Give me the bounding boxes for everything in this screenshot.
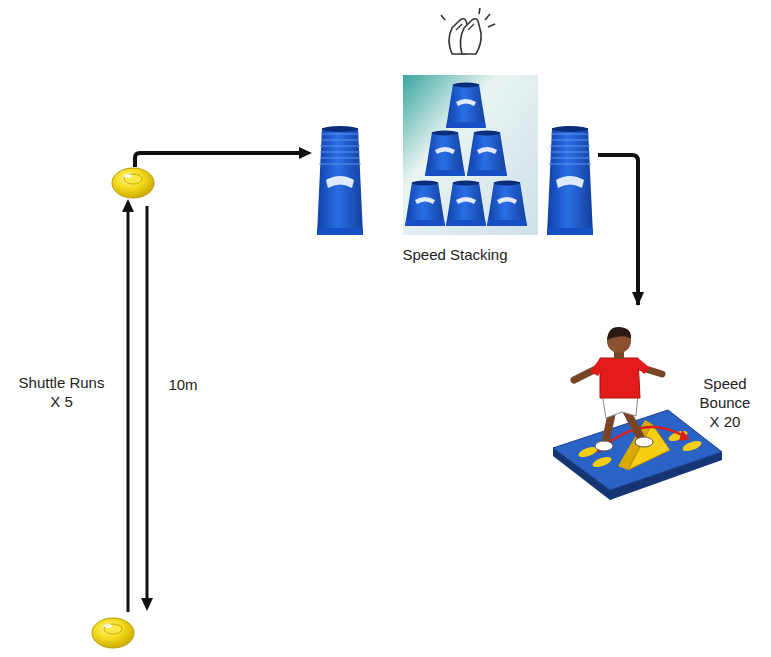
clap-icon [460, 19, 481, 54]
bounce-mat [553, 410, 722, 490]
cone-marker [112, 168, 154, 198]
bounce-mat [591, 455, 613, 469]
station-picture: Speed Stacking [312, 12, 598, 274]
cone-marker [124, 174, 142, 184]
cup-pyramid [405, 181, 445, 227]
clap-icon [468, 24, 474, 30]
exercise-label: Shuttle Runs X 5 [14, 374, 109, 412]
clap-icon [441, 15, 445, 20]
clap-icon [456, 24, 462, 30]
athlete-figure [635, 437, 653, 447]
cup-pyramid [487, 181, 527, 227]
cup-pyramid [403, 75, 538, 235]
cone-marker [112, 168, 154, 198]
station-label: Speed Bounce X 20 [694, 375, 756, 431]
distance-label: 10m [158, 376, 208, 395]
cone-marker [104, 624, 122, 634]
bounce-mat [553, 410, 722, 500]
clap-icon [479, 8, 480, 14]
cone-marker [92, 618, 134, 648]
bounce-mat [681, 439, 703, 453]
route-arrow [598, 155, 638, 305]
cone-marker [92, 618, 134, 648]
cup-stack [547, 126, 593, 235]
cup-stack [549, 134, 591, 164]
shuttle-arrow [141, 598, 153, 611]
station-picture: Speed Bounce X 20 [548, 305, 762, 505]
shuttle-arrow [127, 210, 130, 612]
cone-marker [124, 174, 132, 178]
route-arrow [299, 147, 312, 159]
cup-pyramid [467, 131, 507, 177]
cup-pyramid [446, 83, 486, 129]
cup-pyramid [446, 181, 486, 227]
clap-icon [488, 24, 495, 27]
cup-stack [326, 176, 354, 188]
cup-stack [556, 176, 584, 188]
bounce-mat [679, 430, 690, 441]
shuttle-arrow [122, 199, 134, 212]
route-arrow [135, 147, 312, 167]
athlete-figure [590, 358, 604, 376]
athlete-figure [607, 327, 631, 340]
cup-stack [322, 126, 358, 132]
cup-pyramid [425, 131, 465, 177]
cup-stack [317, 128, 363, 235]
athlete-figure [595, 441, 613, 451]
clap-icon [441, 8, 495, 54]
clap-icon [485, 14, 490, 20]
cup-stack [547, 228, 593, 235]
cup-stack [547, 128, 593, 235]
cup-pyramid [403, 75, 538, 235]
route-arrow [135, 153, 300, 167]
cup-stack [319, 134, 361, 164]
cup-stack [317, 126, 363, 235]
athlete-figure [600, 358, 640, 398]
cup-stack [317, 228, 363, 235]
shuttle-arrow [122, 199, 153, 612]
athlete-figure [636, 358, 650, 374]
shuttle-arrow [146, 206, 149, 600]
cone-marker [104, 624, 112, 628]
athlete-figure [574, 327, 662, 451]
station-label: Speed Stacking [372, 246, 538, 265]
cup-stack [552, 126, 588, 132]
